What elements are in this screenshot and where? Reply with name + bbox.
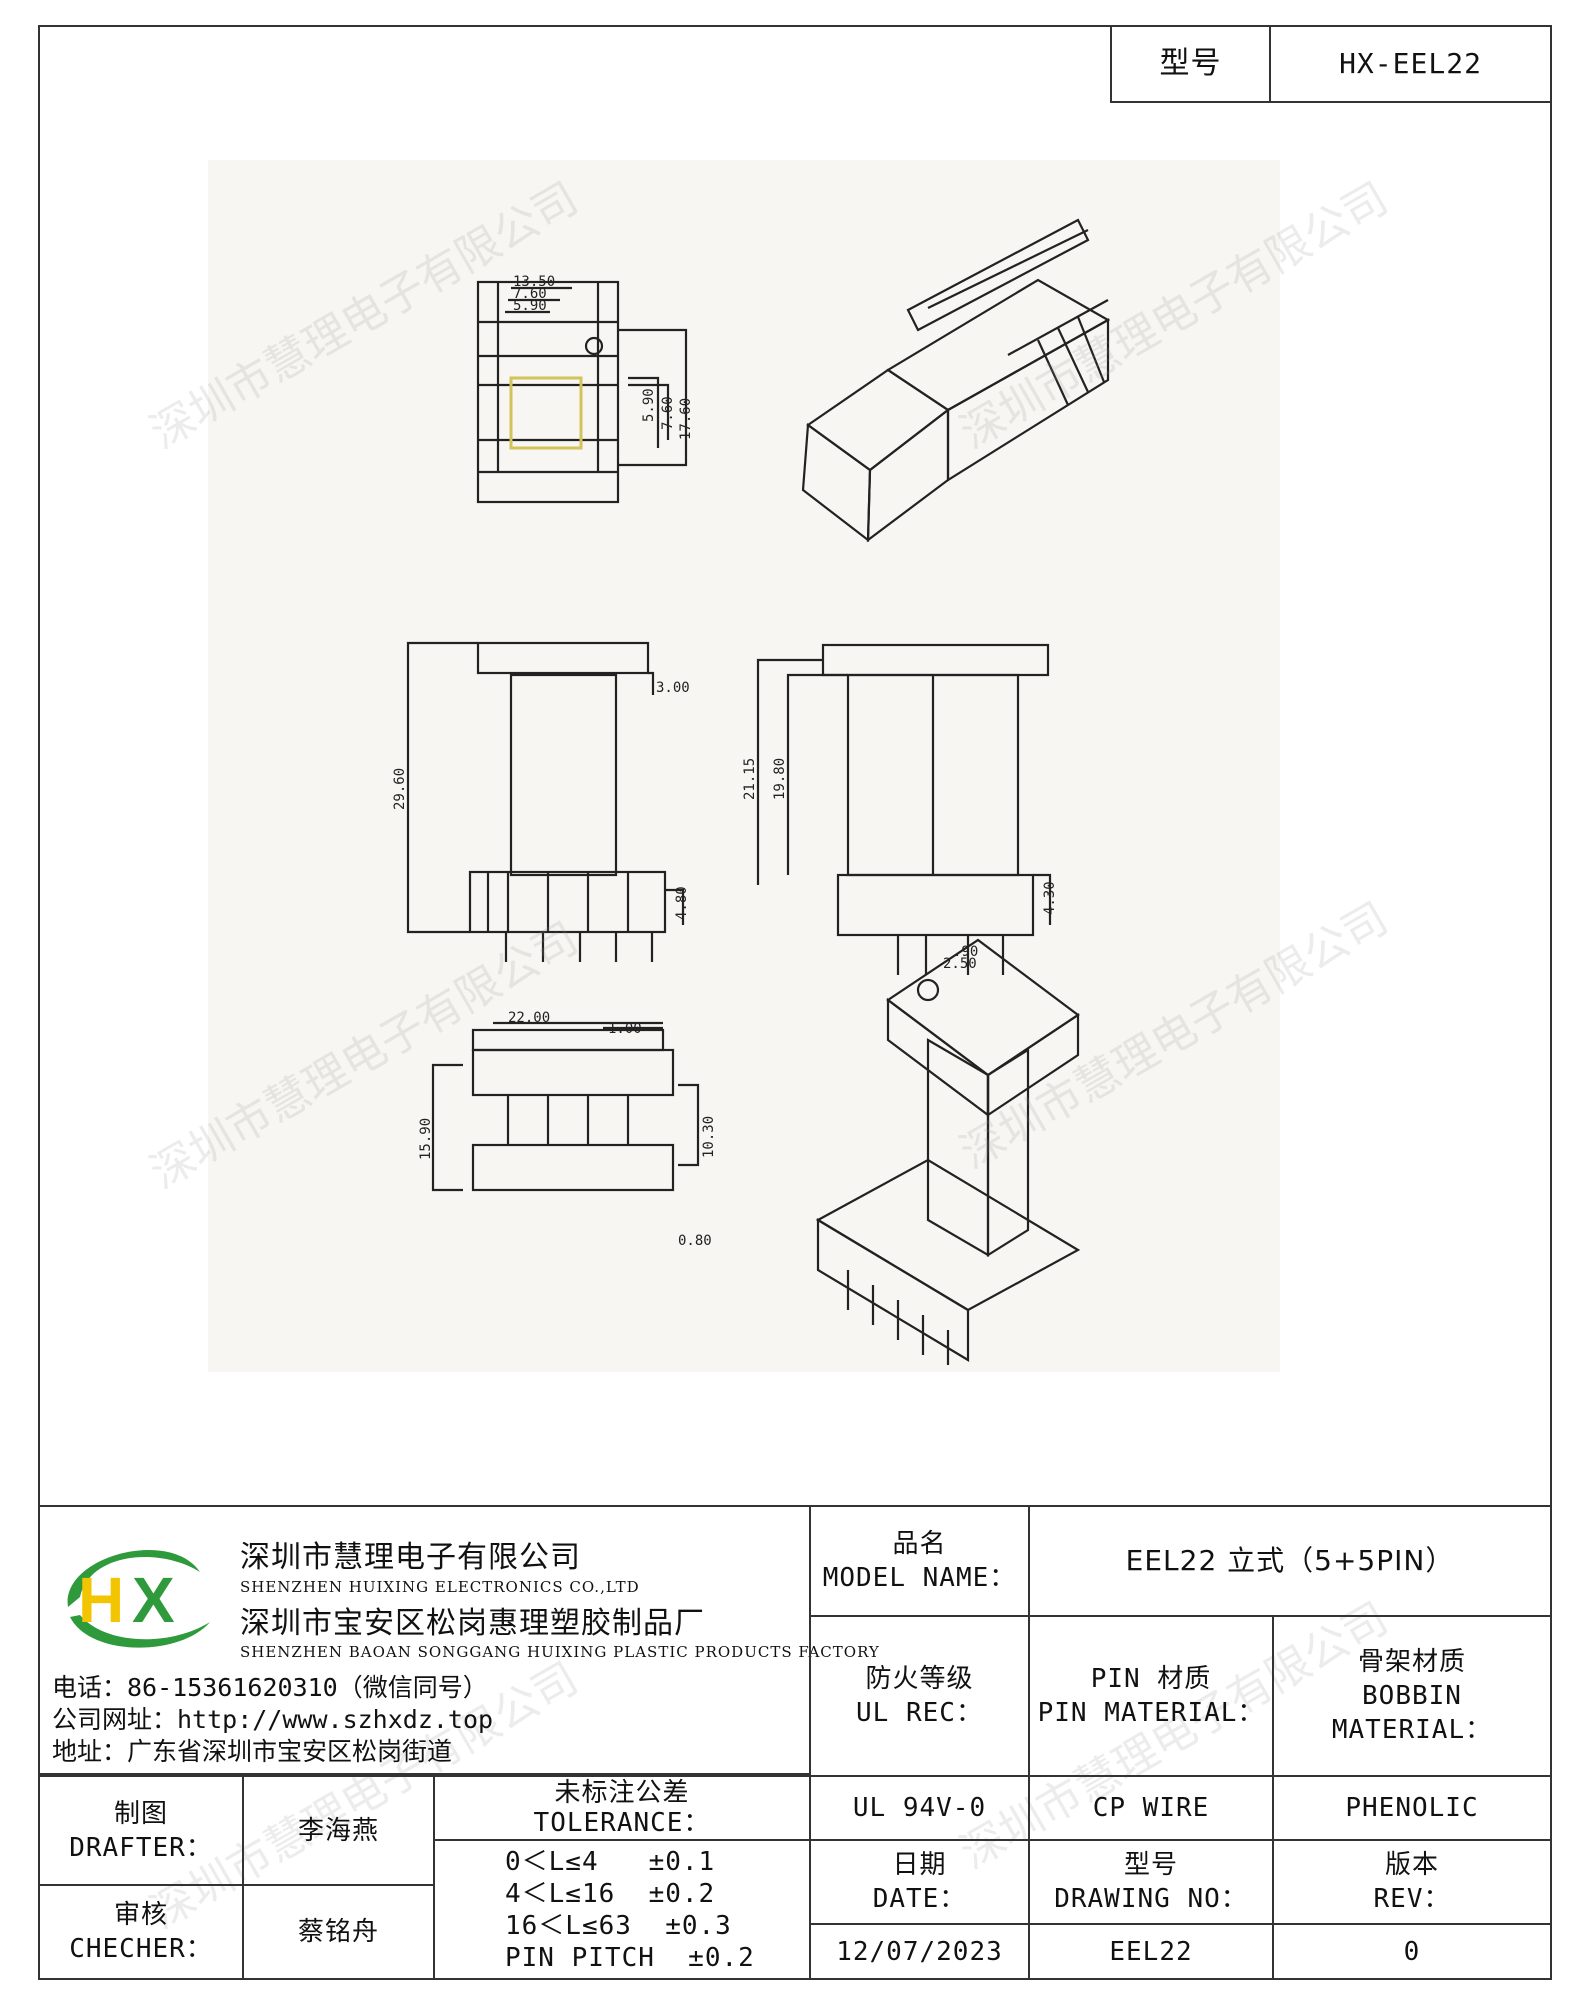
dim-label: 5.90 <box>513 298 547 314</box>
tolerance-line: PIN PITCH ±0.2 <box>505 1942 755 1973</box>
pin-value-cell: CP WIRE <box>1028 1775 1274 1841</box>
factory-name-en: SHENZHEN BAOAN SONGGANG HUIXING PLASTIC … <box>240 1643 880 1661</box>
dim-label: .90 <box>953 944 978 960</box>
fire-value-cell: UL 94V-0 <box>809 1775 1030 1841</box>
front-view <box>406 641 685 962</box>
fire-value: UL 94V-0 <box>852 1793 987 1823</box>
rev-label-cell: 版本 REV： <box>1272 1839 1552 1925</box>
bobbin-drawing-svg: 13.50 7.60 5.90 17.60 7.60 5.90 29.60 3.… <box>392 218 1111 1365</box>
model-value: HX-EEL22 <box>1339 47 1482 80</box>
model-value-cell: HX-EEL22 <box>1269 25 1552 103</box>
drafter-name-cell: 李海燕 <box>242 1775 435 1886</box>
company-name-cn: 深圳市慧理电子有限公司 <box>240 1540 581 1575</box>
model-name-label-en: MODEL NAME： <box>822 1563 1017 1593</box>
technical-drawing: 13.50 7.60 5.90 17.60 7.60 5.90 29.60 3.… <box>208 160 1280 1372</box>
model-name-label-cell: 品名 MODEL NAME： <box>809 1505 1030 1617</box>
tolerance-label-cn: 未标注公差 <box>554 1778 690 1808</box>
bobbin-label-cn: 骨架材质 <box>1357 1647 1466 1677</box>
dim-label: 13.50 <box>513 274 555 290</box>
bottom-view <box>431 1021 700 1192</box>
pin-label-en: PIN MATERIAL： <box>1037 1698 1265 1728</box>
checker-label-cell: 审核 CHECHER： <box>38 1884 244 1980</box>
bobbin-label-cell: 骨架材质 BOBBIN MATERIAL： <box>1272 1615 1552 1777</box>
isometric-view-bottom <box>815 938 1081 1365</box>
date-value-cell: 12/07/2023 <box>809 1923 1030 1980</box>
tolerance-label-en: TOLERANCE： <box>533 1808 711 1838</box>
drafter-label-cell: 制图 DRAFTER： <box>38 1775 244 1886</box>
date-label-cell: 日期 DATE： <box>809 1839 1030 1925</box>
rev-value: 0 <box>1403 1936 1421 1967</box>
top-view <box>476 280 688 504</box>
tolerance-label-cell: 未标注公差 TOLERANCE： <box>433 1775 811 1841</box>
fire-label-cn: 防火等级 <box>865 1664 974 1694</box>
model-name-value: EEL22 立式（5+5PIN） <box>1125 1544 1455 1577</box>
dim-label: 15.90 <box>418 1118 434 1160</box>
dim-label: 22.00 <box>508 1010 550 1026</box>
dim-label: 7.60 <box>513 286 547 302</box>
date-value: 12/07/2023 <box>836 1936 1003 1967</box>
dim-label: 17.60 <box>678 398 694 440</box>
drawing-no-value-cell: EEL22 <box>1028 1923 1274 1980</box>
drawing-no-label-cn: 型号 <box>1123 1850 1178 1880</box>
company-address: 地址：广东省深圳市宝安区松岗街道 <box>52 1737 453 1766</box>
company-phone: 电话：86-15361620310（微信同号） <box>52 1673 488 1702</box>
tolerance-values-cell: 0＜L≤4 ±0.1 4＜L≤16 ±0.2 16＜L≤63 ±0.3 PIN … <box>433 1839 811 1980</box>
dim-label: 29.60 <box>392 768 408 810</box>
dim-label: 5.90 <box>641 388 657 422</box>
model-label-cell: 型号 <box>1110 25 1271 103</box>
model-label: 型号 <box>1159 46 1222 81</box>
dim-label: 4.30 <box>1042 881 1058 915</box>
factory-name-cn: 深圳市宝安区松岗惠理塑胶制品厂 <box>240 1606 705 1641</box>
checker-label-cn: 审核 <box>113 1900 168 1930</box>
dim-label: 3.00 <box>656 680 690 696</box>
fire-label-en: UL REC： <box>856 1698 983 1728</box>
pin-value: CP WIRE <box>1092 1793 1210 1823</box>
checker-name: 蔡铭舟 <box>297 1917 379 1947</box>
date-label-en: DATE： <box>872 1884 967 1914</box>
rev-label-cn: 版本 <box>1384 1850 1439 1880</box>
dim-label: 0.80 <box>678 1233 712 1249</box>
bobbin-value-cell: PHENOLIC <box>1272 1775 1552 1841</box>
bobbin-value: PHENOLIC <box>1345 1793 1479 1823</box>
svg-text:H: H <box>78 1564 124 1636</box>
tolerance-line: 0＜L≤4 ±0.1 <box>505 1846 716 1877</box>
drawing-no-value: EEL22 <box>1109 1936 1193 1967</box>
model-name-value-cell: EEL22 立式（5+5PIN） <box>1028 1505 1552 1617</box>
dim-label: 2.50 <box>943 956 977 972</box>
drafter-label-en: DRAFTER： <box>69 1832 213 1863</box>
fire-label-cell: 防火等级 UL REC： <box>809 1615 1030 1777</box>
tolerance-line: 4＜L≤16 ±0.2 <box>505 1878 716 1909</box>
company-name-en: SHENZHEN HUIXING ELECTRONICS CO.,LTD <box>240 1578 640 1596</box>
drafter-name: 李海燕 <box>297 1815 379 1846</box>
dim-label: 21.15 <box>742 758 758 800</box>
rev-value-cell: 0 <box>1272 1923 1552 1980</box>
dim-label: 10.30 <box>701 1116 717 1158</box>
drawing-no-label-cell: 型号 DRAWING NO： <box>1028 1839 1274 1925</box>
dim-label: 1.00 <box>608 1021 642 1037</box>
company-logo: H X <box>50 1527 220 1662</box>
dim-label: 19.80 <box>772 758 788 800</box>
pin-label-cell: PIN 材质 PIN MATERIAL： <box>1028 1615 1274 1777</box>
checker-name-cell: 蔡铭舟 <box>242 1884 435 1980</box>
drafter-label-cn: 制图 <box>113 1798 168 1829</box>
isometric-view-top <box>801 218 1111 543</box>
company-website: 公司网址：http://www.szhxdz.top <box>52 1705 494 1734</box>
rev-label-en: REV： <box>1373 1884 1451 1914</box>
date-label-cn: 日期 <box>892 1850 947 1880</box>
drawing-no-label-en: DRAWING NO： <box>1054 1884 1248 1914</box>
checker-label-en: CHECHER： <box>69 1934 213 1964</box>
svg-text:X: X <box>132 1564 175 1636</box>
tolerance-line: 16＜L≤63 ±0.3 <box>505 1910 732 1941</box>
bobbin-label-en: BOBBIN MATERIAL： <box>1331 1681 1493 1745</box>
side-view <box>756 643 1052 975</box>
dim-label: 4.80 <box>674 886 690 920</box>
model-name-label-cn: 品名 <box>892 1529 947 1559</box>
dim-label: 7.60 <box>660 396 676 430</box>
pin-label-cn: PIN 材质 <box>1090 1664 1212 1694</box>
